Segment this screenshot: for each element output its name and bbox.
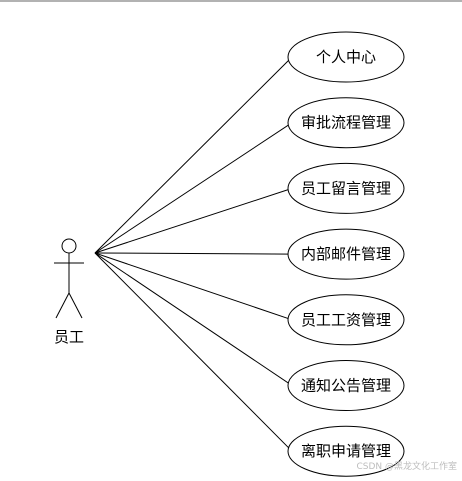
use-case: 员工留言管理 xyxy=(287,162,405,214)
use-case: 员工工资管理 xyxy=(287,294,405,346)
use-case-ellipse xyxy=(287,425,405,477)
use-case: 审批流程管理 xyxy=(287,97,405,149)
actor-label: 员工 xyxy=(54,328,84,346)
use-case-label: 内部邮件管理 xyxy=(301,245,391,263)
association-line xyxy=(94,56,293,254)
use-case-ellipse xyxy=(287,228,405,280)
actor-right-leg xyxy=(68,292,83,319)
use-case: 通知公告管理 xyxy=(287,360,405,411)
use-case-ellipse xyxy=(287,31,405,83)
actor-employee: 员工 xyxy=(54,238,84,346)
use-case: 内部邮件管理 xyxy=(287,228,405,280)
actor-head xyxy=(61,238,77,254)
use-case-label: 员工工资管理 xyxy=(301,311,391,329)
use-case-label: 个人中心 xyxy=(316,48,376,66)
use-case: 离职申请管理 xyxy=(287,425,405,477)
use-case-ellipse xyxy=(287,294,405,346)
use-case-ellipse xyxy=(287,360,405,411)
association-lines xyxy=(94,56,293,452)
actor-left-leg xyxy=(55,292,70,319)
use-case-ellipse xyxy=(287,162,405,214)
association-line xyxy=(94,122,293,254)
use-case: 个人中心 xyxy=(287,31,405,83)
use-case-ellipse xyxy=(287,97,405,149)
association-line xyxy=(94,252,293,452)
use-case-label: 通知公告管理 xyxy=(301,377,391,395)
use-case-label: 离职申请管理 xyxy=(301,442,391,460)
association-line xyxy=(94,252,293,255)
watermark: CSDN @黑龙文化工作室 xyxy=(356,460,457,472)
association-line xyxy=(94,252,293,386)
association-line xyxy=(94,252,293,321)
association-line xyxy=(94,187,293,254)
use-case-label: 审批流程管理 xyxy=(301,114,391,132)
use-case-label: 员工留言管理 xyxy=(301,179,391,197)
